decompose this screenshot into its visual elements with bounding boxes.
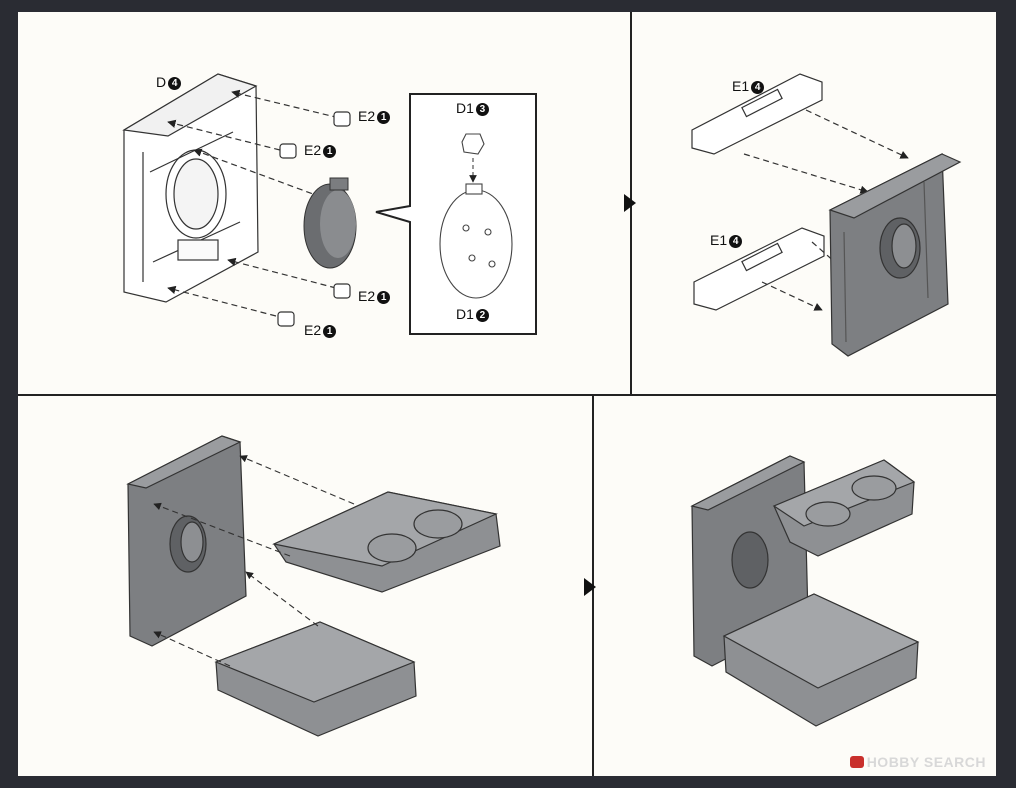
- small-parts: [277, 111, 351, 327]
- step-3-illustration: [126, 435, 501, 737]
- callout-parts: [439, 133, 513, 299]
- wall-panel-white: [122, 73, 259, 303]
- next-step-arrow-icon: [584, 578, 596, 596]
- step-4-assembled-illustration: [690, 455, 920, 727]
- step-panel-3: [18, 396, 594, 776]
- step-panel-4: [594, 396, 996, 776]
- step-2-illustration: [691, 73, 962, 357]
- watermark: HOBBY SEARCH: [849, 754, 986, 770]
- next-step-arrow-icon: [624, 194, 636, 212]
- assembled-unit: [690, 455, 920, 727]
- upper-floor-unit: [272, 491, 501, 593]
- hobby-search-logo-icon: [849, 756, 864, 768]
- lower-floor-unit: [214, 621, 417, 737]
- white-rails: [691, 73, 825, 311]
- step-1-illustration: [122, 73, 537, 335]
- gray-wall-panel: [126, 435, 247, 647]
- gray-wall-panel: [828, 153, 962, 357]
- round-dial-part: [303, 177, 357, 269]
